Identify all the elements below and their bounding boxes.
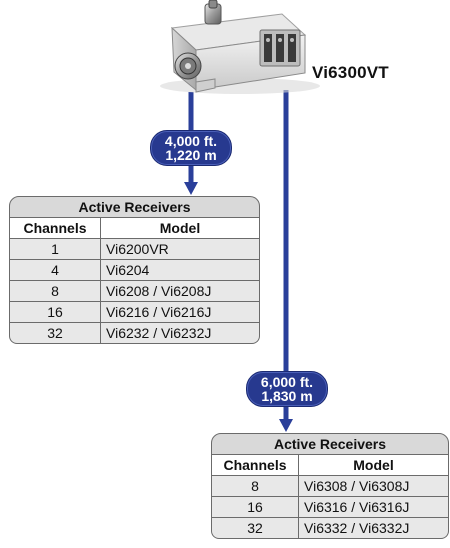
- column-header-model: Model: [101, 218, 260, 239]
- table-title: Active Receivers: [211, 433, 449, 455]
- model-cell: Vi6308 / Vi6308J: [299, 476, 449, 497]
- channels-cell: 16: [9, 302, 101, 323]
- transmitter-device-icon: [160, 0, 320, 94]
- channels-cell: 32: [9, 323, 101, 344]
- table-row: 1 Vi6200VR: [9, 239, 260, 260]
- device-model-label: Vi6300VT: [312, 63, 389, 82]
- distance-badge-2: 6,000 ft. 1,830 m: [246, 371, 328, 407]
- distance-meters: 1,830 m: [261, 388, 313, 404]
- arrow-down-icon: [184, 182, 198, 195]
- receivers-table-1: Active Receivers Channels Model 1 Vi6200…: [9, 196, 260, 344]
- table-row: 32 Vi6232 / Vi6232J: [9, 323, 260, 344]
- table-row: 16 Vi6316 / Vi6316J: [211, 497, 449, 518]
- table-row: 8 Vi6308 / Vi6308J: [211, 476, 449, 497]
- channels-cell: 1: [9, 239, 101, 260]
- channels-cell: 4: [9, 260, 101, 281]
- receivers-table-2: Active Receivers Channels Model 8 Vi6308…: [211, 433, 449, 539]
- column-header-model: Model: [299, 455, 449, 476]
- model-cell: Vi6208 / Vi6208J: [101, 281, 260, 302]
- model-cell: Vi6316 / Vi6316J: [299, 497, 449, 518]
- terminal-block-icon: [259, 29, 301, 67]
- channels-cell: 16: [211, 497, 299, 518]
- model-cell: Vi6332 / Vi6332J: [299, 518, 449, 539]
- table-row: 4 Vi6204: [9, 260, 260, 281]
- bnc-connector-icon: [204, 0, 222, 25]
- arrow-down-icon: [279, 419, 293, 432]
- distance-feet: 6,000 ft.: [260, 374, 314, 390]
- channels-cell: 8: [211, 476, 299, 497]
- distance-meters: 1,220 m: [165, 147, 217, 163]
- channels-cell: 8: [9, 281, 101, 302]
- table-row: 16 Vi6216 / Vi6216J: [9, 302, 260, 323]
- column-header-channels: Channels: [211, 455, 299, 476]
- model-cell: Vi6204: [101, 260, 260, 281]
- distance-feet: 4,000 ft.: [164, 133, 218, 149]
- model-cell: Vi6232 / Vi6232J: [101, 323, 260, 344]
- model-cell: Vi6216 / Vi6216J: [101, 302, 260, 323]
- table-title: Active Receivers: [9, 196, 260, 218]
- distance-badge-1: 4,000 ft. 1,220 m: [150, 130, 232, 166]
- table-row: 8 Vi6208 / Vi6208J: [9, 281, 260, 302]
- bnc-connector-icon: [174, 52, 202, 80]
- cable-link-2: [279, 90, 293, 432]
- model-cell: Vi6200VR: [101, 239, 260, 260]
- table-row: 32 Vi6332 / Vi6332J: [211, 518, 449, 539]
- column-header-channels: Channels: [9, 218, 101, 239]
- channels-cell: 32: [211, 518, 299, 539]
